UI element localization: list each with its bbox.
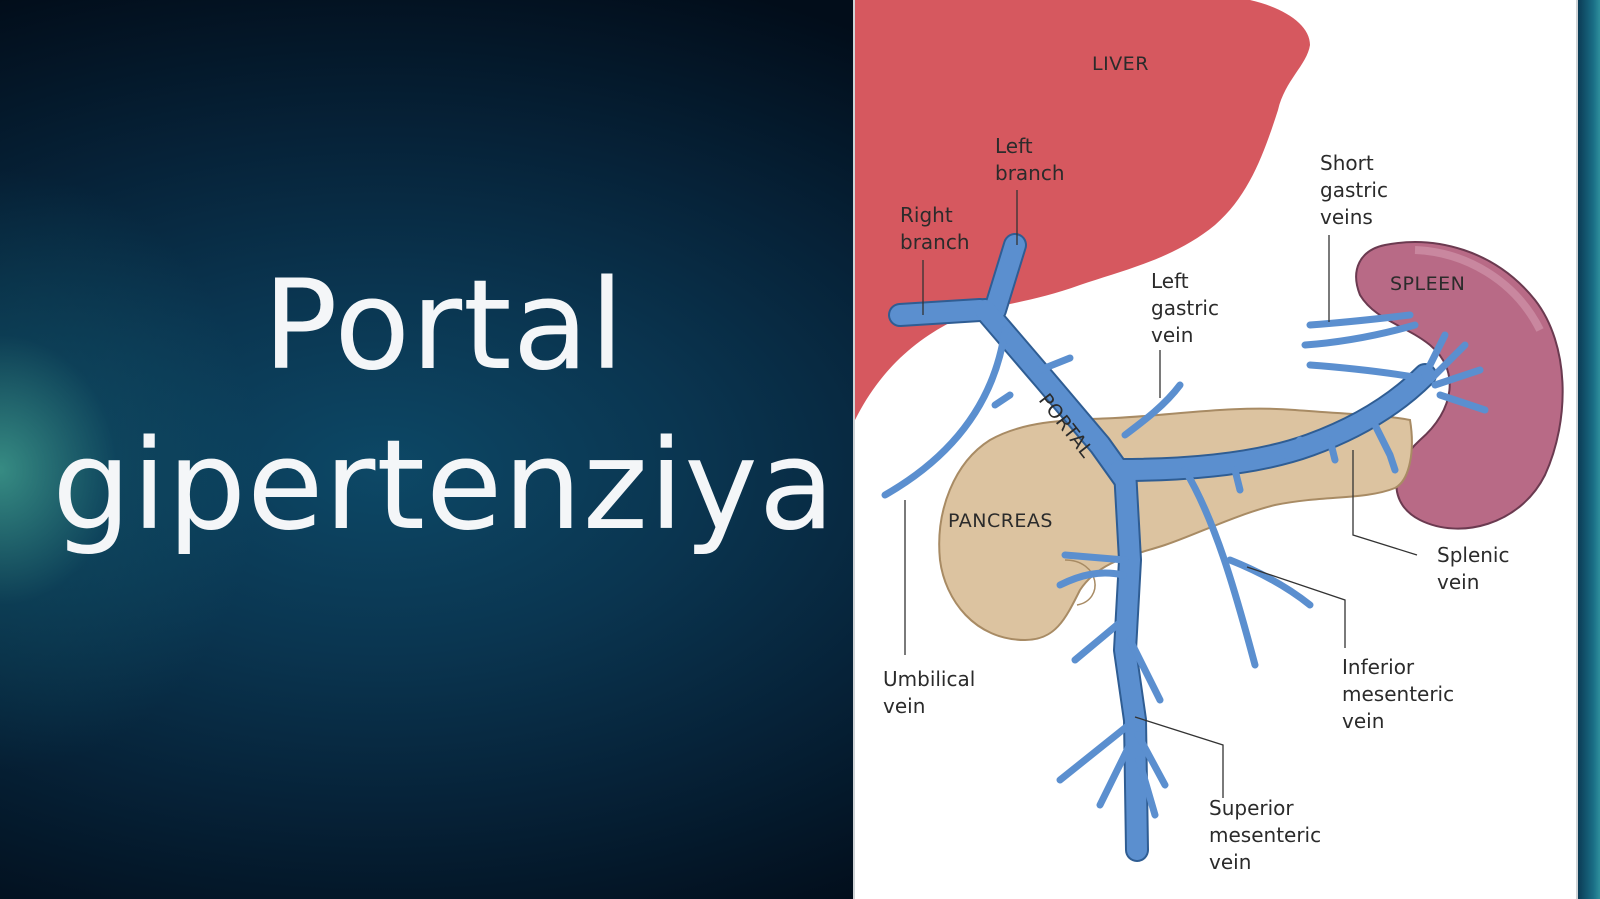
- left-branch-vein: [985, 235, 1025, 320]
- short-gastric-veins: [1306, 311, 1414, 329]
- inferior-mesenteric-vein: [1181, 466, 1259, 669]
- right-branch-label-2: branch: [900, 230, 970, 254]
- superior-mesenteric-vein-label-2: mesenteric: [1209, 823, 1321, 847]
- superior-mesenteric-vein-label-3: vein: [1209, 850, 1251, 874]
- splenic-vein-label-1: Splenic: [1437, 543, 1509, 567]
- slide-title-line-1: Portal: [262, 254, 626, 398]
- liver-shape: [855, 0, 1310, 420]
- inferior-mesenteric-vein-label-3: vein: [1342, 709, 1384, 733]
- portal-vein-diagram-svg: LIVER SPLEEN PANCREAS PORTAL Left branch…: [855, 0, 1564, 874]
- portal-vein-diagram: LIVER SPLEEN PANCREAS PORTAL Left branch…: [853, 0, 1578, 899]
- left-gastric-vein-label-3: vein: [1151, 323, 1193, 347]
- right-branch-vein: [890, 300, 990, 325]
- slide-title-line-2: gipertenziya: [52, 414, 836, 558]
- liver-label: LIVER: [1092, 53, 1149, 75]
- right-branch-label-1: Right: [900, 203, 953, 227]
- left-branch-label-2: branch: [995, 161, 1065, 185]
- umbilical-vein-label-1: Umbilical: [883, 667, 975, 691]
- umbilical-vein: [881, 326, 1009, 499]
- left-branch-label-1: Left: [995, 134, 1033, 158]
- short-gastric-veins-label-1: Short: [1320, 151, 1374, 175]
- left-gastric-vein: [1121, 381, 1184, 439]
- pancreas-shape: [938, 407, 1413, 642]
- right-edge-decoration: [1578, 0, 1600, 899]
- spleen-label: SPLEEN: [1390, 273, 1465, 295]
- portal-vein: [975, 300, 1135, 490]
- superior-mesenteric-vein: [1115, 460, 1147, 860]
- splenic-vein-label-2: vein: [1437, 570, 1479, 594]
- inferior-mesenteric-vein-label-2: mesenteric: [1342, 682, 1454, 706]
- pancreas-label: PANCREAS: [948, 510, 1053, 532]
- umbilical-vein-label-2: vein: [883, 694, 925, 718]
- splenic-vein: [1110, 365, 1435, 480]
- left-gastric-vein-label-2: gastric: [1151, 296, 1219, 320]
- superior-mesenteric-vein-label-1: Superior: [1209, 796, 1294, 820]
- inferior-mesenteric-vein-label-1: Inferior: [1342, 655, 1415, 679]
- title-panel: Portal gipertenziya: [0, 0, 853, 899]
- short-gastric-veins-label-3: veins: [1320, 205, 1373, 229]
- short-gastric-veins-label-2: gastric: [1320, 178, 1388, 202]
- slide-title: Portal gipertenziya: [0, 246, 888, 566]
- left-gastric-vein-label-1: Left: [1151, 269, 1189, 293]
